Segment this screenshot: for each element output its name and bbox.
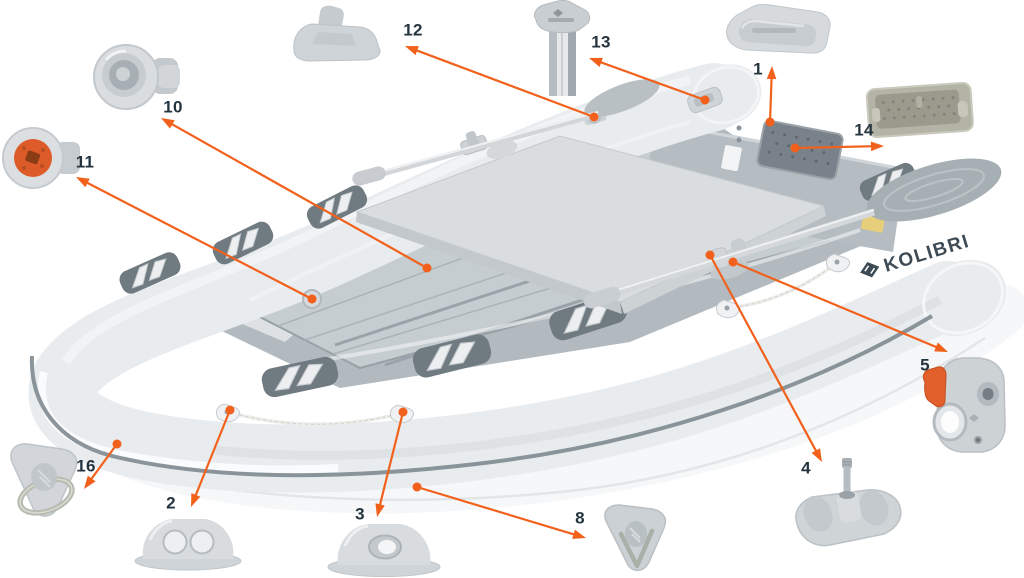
callout-arrowhead-12 — [405, 46, 419, 56]
callout-dot-5 — [728, 257, 738, 267]
callout-arrowhead-14 — [870, 141, 884, 152]
part-rope-holder-single-hole — [327, 524, 441, 577]
kolibri-diamond-icon — [860, 262, 880, 278]
callout-dot-12 — [589, 112, 599, 122]
callout-dot-4 — [705, 250, 715, 260]
callout-arrowhead-8 — [572, 529, 586, 539]
callout-line-8 — [416, 485, 578, 537]
callout-line-13 — [597, 60, 706, 102]
callout-number-5-oarlock-clamp: 5 — [920, 355, 930, 375]
part-v-ring-pad — [604, 504, 667, 571]
callout-number-8-v-ring-pad: 8 — [575, 508, 585, 528]
callout-number-4-seat-roller-mount: 4 — [801, 458, 811, 478]
part-flag-post — [533, 0, 591, 96]
callout-number-14-transom-plate: 14 — [854, 120, 874, 140]
part-oarlock-clamp — [922, 357, 1006, 453]
callout-number-2-rope-holder-two-hole: 2 — [166, 493, 176, 513]
callout-dot-1 — [765, 117, 775, 127]
part-rope-holder-two-hole — [134, 519, 242, 571]
callout-line-4 — [709, 254, 819, 455]
callout-dot-13 — [700, 95, 710, 105]
callout-number-3-rope-holder-single-hole: 3 — [355, 504, 365, 524]
callout-line-12 — [413, 48, 595, 119]
callout-arrowhead-13 — [589, 57, 603, 67]
callout-line-3 — [378, 411, 405, 509]
part-pressure-relief-valve — [2, 127, 80, 189]
callout-dot-11 — [307, 294, 317, 304]
callout-arrowhead-16 — [84, 475, 96, 489]
callout-dot-14 — [790, 143, 800, 153]
callout-line-11 — [83, 180, 313, 300]
callout-line-10 — [168, 121, 428, 269]
callout-line-5 — [732, 260, 941, 350]
callout-number-1-carry-handle: 1 — [753, 59, 763, 79]
part-bow-ring-pad — [10, 443, 78, 517]
callout-line-2 — [193, 409, 232, 500]
callout-number-10-air-valve: 10 — [163, 97, 183, 117]
clamp-lever — [922, 366, 947, 408]
part-transom-plate — [865, 81, 974, 139]
callout-dot-8 — [412, 482, 422, 492]
boat-registration-sticker — [721, 145, 742, 172]
callout-number-12-oar-holder-cleat: 12 — [403, 20, 423, 40]
part-air-valve — [93, 44, 180, 110]
callout-line-14 — [794, 145, 876, 150]
callout-dot-10 — [422, 263, 432, 273]
boat-oar-near — [583, 158, 1002, 309]
callout-line-16 — [88, 443, 118, 483]
callout-dot-3 — [398, 407, 408, 417]
callout-arrowhead-5 — [934, 342, 948, 352]
part-seat-roller-mount — [795, 458, 902, 547]
callout-number-16-bow-ring-pad: 16 — [76, 456, 96, 476]
callout-arrows — [76, 46, 948, 539]
callout-arrowhead-10 — [161, 118, 175, 129]
boat-oar-far — [352, 79, 660, 186]
parts-gallery — [2, 0, 1006, 577]
callout-arrowhead-11 — [76, 177, 90, 188]
boat-illustration: KOLIBRI — [28, 63, 1024, 514]
callout-number-13-flag-post: 13 — [591, 32, 611, 52]
callout-dot-2 — [225, 405, 235, 415]
callout-arrowhead-4 — [811, 448, 822, 462]
boat-motor-plate — [756, 119, 844, 181]
callout-arrowhead-1 — [766, 66, 777, 80]
callout-arrowhead-2 — [191, 493, 201, 507]
part-oar-holder-cleat — [293, 5, 381, 62]
callout-line-1 — [768, 74, 773, 123]
callout-number-11-pressure-relief-valve: 11 — [75, 152, 95, 172]
callout-arrowhead-3 — [375, 503, 385, 517]
boat-ropes — [215, 253, 850, 426]
part-carry-handle — [726, 3, 831, 54]
boat-rub-stripe — [29, 314, 934, 478]
callout-dot-16 — [112, 439, 122, 449]
